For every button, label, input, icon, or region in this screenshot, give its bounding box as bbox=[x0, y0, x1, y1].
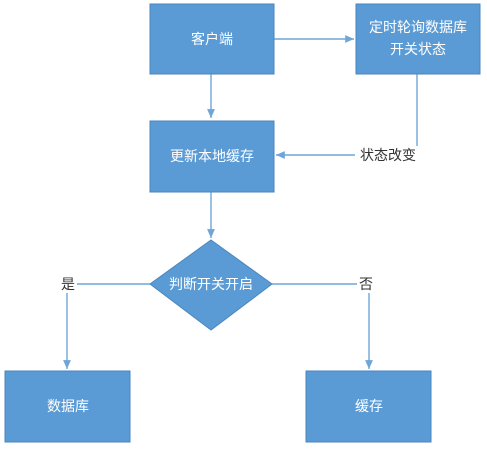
label-state-change: 状态改变 bbox=[360, 148, 416, 164]
node-database-label: 数据库 bbox=[47, 399, 89, 415]
arrow-poll-to-update bbox=[276, 74, 418, 159]
node-poll-db: 定时轮询数据库 开关状态 bbox=[355, 3, 481, 75]
nodes: 客户端 定时轮询数据库 开关状态 更新本地缓存 判断开关开启 数据库 缓存 bbox=[4, 3, 481, 443]
node-update-cache: 更新本地缓存 bbox=[149, 120, 275, 193]
node-poll-db-label-line2: 开关状态 bbox=[390, 42, 446, 58]
node-update-cache-label: 更新本地缓存 bbox=[170, 149, 254, 165]
node-decision-label: 判断开关开启 bbox=[169, 277, 253, 293]
node-poll-db-label-line1: 定时轮询数据库 bbox=[369, 20, 467, 36]
edges bbox=[63, 35, 418, 369]
arrow-decision-to-cache bbox=[272, 283, 373, 369]
node-decision: 判断开关开启 bbox=[149, 239, 273, 331]
label-yes: 是 bbox=[61, 277, 75, 293]
node-cache: 缓存 bbox=[305, 370, 432, 443]
node-database: 数据库 bbox=[4, 370, 131, 443]
node-client-label: 客户端 bbox=[191, 31, 233, 48]
node-cache-label: 缓存 bbox=[355, 399, 383, 415]
label-no: 否 bbox=[359, 277, 373, 293]
edge-labels: 状态改变 是 否 bbox=[59, 146, 421, 293]
arrow-decision-to-database bbox=[63, 283, 150, 369]
node-client: 客户端 bbox=[149, 3, 275, 75]
